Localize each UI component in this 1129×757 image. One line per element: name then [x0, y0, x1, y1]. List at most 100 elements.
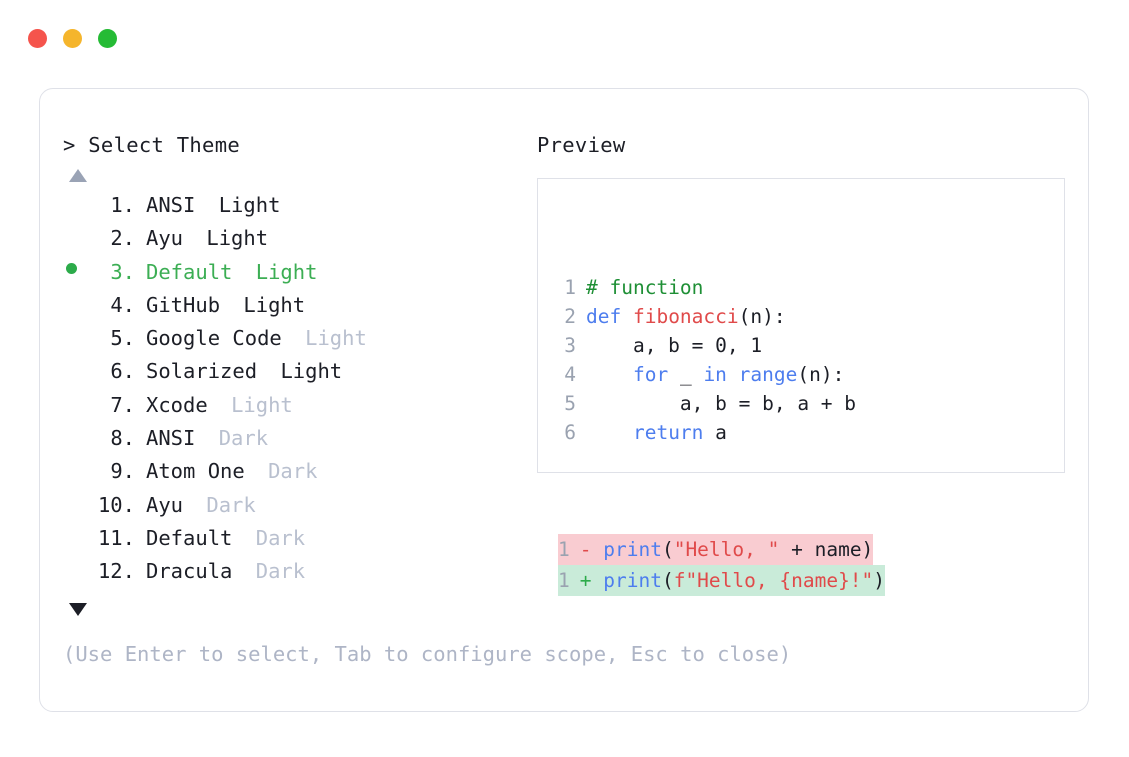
theme-name-spacer [257, 359, 280, 383]
preview-label: Preview [537, 133, 626, 157]
code-token: f"Hello, {name}!" [673, 569, 874, 592]
theme-list-item[interactable]: 4.GitHub Light [63, 293, 533, 326]
theme-name-spacer [232, 526, 255, 550]
line-number: 3 [564, 334, 576, 357]
code-token: def [586, 305, 633, 328]
selection-bullet-slot [63, 262, 89, 279]
theme-name: GitHub [146, 292, 221, 317]
code-token: "Hello, " [673, 538, 780, 561]
theme-list-item[interactable]: 6.Solarized Light [63, 359, 533, 392]
theme-variant: Light [206, 226, 269, 251]
theme-list-item[interactable]: 9.Atom One Dark [63, 459, 533, 492]
close-button[interactable] [28, 29, 47, 48]
diff-highlight: 1+ print(f"Hello, {name}!") [558, 565, 886, 596]
code-token: print [603, 538, 662, 561]
theme-name: Default [146, 525, 233, 550]
maximize-button[interactable] [98, 29, 117, 48]
theme-variant: Light [231, 392, 293, 417]
theme-name: Atom One [146, 459, 245, 484]
theme-variant: Dark [268, 459, 318, 484]
theme-list-item[interactable]: 3.Default Light [63, 260, 533, 293]
diff-highlight: 1- print("Hello, " + name) [558, 534, 874, 565]
code-line-content: a, b = b, a + b [586, 389, 856, 418]
theme-index: 12. [97, 559, 135, 584]
theme-variant: Dark [206, 492, 256, 517]
code-line: 4 for _ in range(n): [558, 360, 885, 389]
code-token: return [632, 421, 704, 444]
code-token [586, 363, 633, 386]
theme-name-spacer [220, 293, 243, 317]
code-line: 2 def fibonacci(n): [558, 302, 885, 331]
theme-name-spacer [183, 493, 206, 517]
theme-selector-column: > Select Theme 1. ANSI Light 2. Ayu Light 3.… [63, 133, 533, 616]
theme-variant: Light [218, 193, 281, 217]
diff-line-content: print(f"Hello, {name}!") [603, 569, 885, 592]
code-token: # function [586, 276, 704, 299]
code-token: print [603, 569, 662, 592]
theme-index: 11. [97, 525, 135, 550]
theme-name-spacer [245, 459, 268, 483]
theme-list-item[interactable]: 10.Ayu Dark [63, 493, 533, 526]
code-token: ) [873, 569, 886, 592]
scroll-up-arrow-icon[interactable] [69, 169, 87, 182]
theme-name: Ayu [146, 226, 184, 251]
code-token: range [738, 363, 798, 386]
theme-name-spacer [208, 393, 231, 417]
theme-name-spacer [183, 226, 206, 250]
theme-list-item[interactable]: 7.Xcode Light [63, 393, 533, 426]
line-number: 6 [564, 421, 576, 444]
select-theme-prompt: > Select Theme [63, 133, 240, 157]
theme-index: 4. [110, 292, 135, 317]
code-token: a, b = 0, 1 [586, 334, 763, 357]
code-token: + name) [779, 538, 874, 561]
theme-name-spacer [232, 260, 255, 284]
theme-index: 2. [110, 226, 135, 251]
theme-list-item[interactable]: 5.Google Code Light [63, 326, 533, 359]
line-number: 1 [564, 276, 576, 299]
theme-name: Dracula [146, 559, 233, 584]
code-token: (n): [797, 363, 845, 386]
theme-list-item[interactable]: 12. Dracula Dark [63, 559, 533, 592]
theme-index: 10. [97, 492, 135, 517]
code-token: in [703, 363, 739, 386]
theme-name: ANSI [146, 426, 196, 451]
theme-picker-card: > Select Theme 1. ANSI Light 2. Ayu Light 3.… [39, 88, 1089, 712]
window-traffic-lights [28, 29, 117, 48]
minimize-button[interactable] [63, 29, 82, 48]
code-token: a [703, 421, 727, 444]
theme-index: 5. [110, 326, 135, 351]
code-token: for [632, 363, 669, 386]
code-line: 6 return a [558, 418, 885, 447]
theme-list-item[interactable]: 1. ANSI Light [63, 193, 533, 226]
diff-line-content: print("Hello, " + name) [603, 538, 873, 561]
code-line: 3 a, b = 0, 1 [558, 331, 885, 360]
theme-list-item[interactable]: 8.ANSI Dark [63, 426, 533, 459]
line-number: 1 [558, 569, 570, 592]
line-number: 4 [564, 363, 576, 386]
diff-sign: - [579, 538, 592, 561]
diff-lines: 1- print("Hello, " + name)1+ print(f"Hel… [558, 534, 886, 596]
code-line-content: def fibonacci(n): [586, 302, 786, 331]
scroll-down-arrow-icon[interactable] [69, 602, 87, 616]
theme-variant: Dark [218, 426, 269, 451]
keyboard-hint: (Use Enter to select, Tab to configure s… [63, 642, 792, 666]
theme-variant: Light [305, 326, 367, 351]
theme-variant: Dark [255, 559, 306, 584]
theme-list-item[interactable]: 2. Ayu Light [63, 226, 533, 259]
theme-variant: Dark [255, 525, 306, 550]
theme-list-item[interactable]: 11. Default Dark [63, 526, 533, 559]
theme-name: ANSI [146, 193, 196, 217]
theme-index: 3. [110, 259, 135, 284]
diff-line-removed: 1- print("Hello, " + name) [558, 534, 885, 565]
theme-name: Default [146, 259, 233, 284]
theme-name-spacer [195, 426, 218, 450]
line-number: 2 [564, 305, 576, 328]
code-line-content: for _ in range(n): [586, 360, 844, 389]
code-line-content: return a [586, 418, 727, 447]
theme-index: 1. [110, 193, 135, 217]
theme-index: 7. [110, 392, 135, 417]
code-line: 5 a, b = b, a + b [558, 389, 885, 418]
